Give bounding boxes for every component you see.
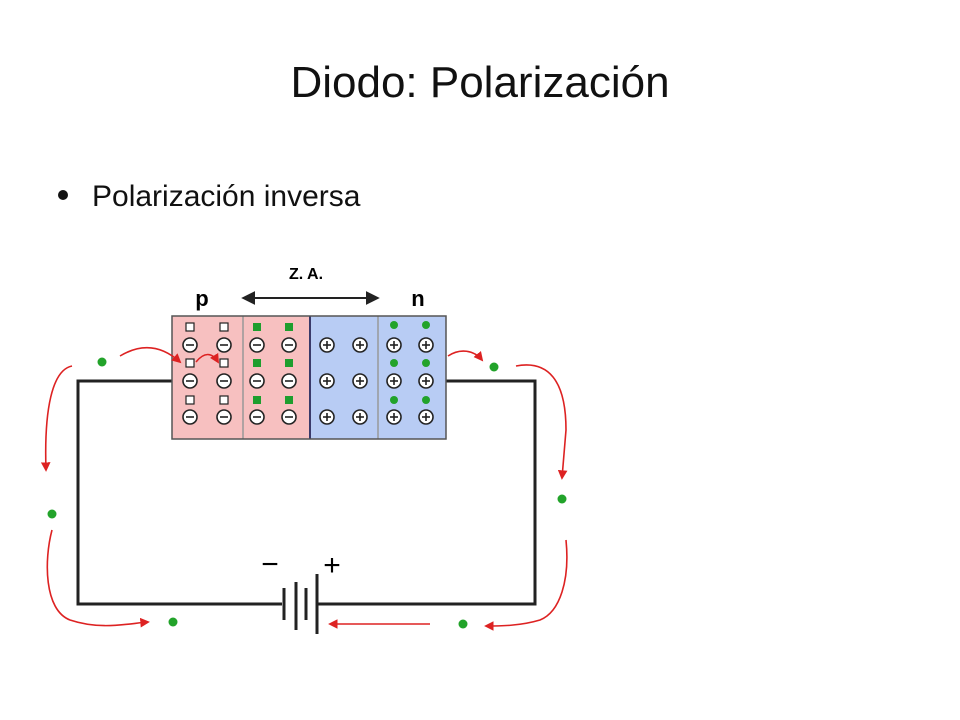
donor-ion [386,409,402,425]
circuit-wire [76,379,537,606]
battery-negative-label: − [261,548,279,581]
donor-ion [418,373,434,389]
donor-ion [319,337,335,353]
bullet-text: Polarización inversa [92,180,361,213]
acceptor-ion [216,373,232,389]
acceptor-ion [281,373,297,389]
donor-ion [386,337,402,353]
holes [185,322,293,405]
donor-ion [319,373,335,389]
depletion-zone-label: Z. A. [289,266,323,283]
acceptor-ion [249,409,265,425]
circuit-electrons [47,357,567,629]
electron [422,396,430,404]
flow-arrow [484,539,568,631]
hole [219,358,229,368]
donor-ion [386,373,402,389]
donor-ion [352,337,368,353]
n-ions [319,337,434,425]
donor-ion [352,373,368,389]
acceptor-ion [216,337,232,353]
hole [185,395,195,405]
electron [422,359,430,367]
electron-flow-arrows [40,346,568,631]
donor-ion [418,337,434,353]
hole [185,358,195,368]
electron [458,619,468,629]
flow-arrow [119,346,182,364]
hole [185,322,195,332]
flow-arrow [515,364,568,480]
electron [97,357,107,367]
acceptor-ion [281,409,297,425]
electron [47,509,57,519]
donor-ion [352,409,368,425]
acceptor-ion [182,373,198,389]
acceptor-ion [249,373,265,389]
filled-hole [253,396,261,404]
bullet-icon [58,190,68,201]
hole [219,395,229,405]
filled-hole [285,396,293,404]
filled-hole [285,359,293,367]
electron [390,396,398,404]
electron [390,359,398,367]
free-electrons-n [390,321,430,404]
filled-hole [285,323,293,331]
acceptor-ion [281,337,297,353]
acceptor-ion [182,337,198,353]
electron [489,362,499,372]
hole [219,322,229,332]
flow-arrow [46,529,150,628]
flow-arrow [195,352,219,364]
electron [168,617,178,627]
electron [557,494,567,504]
battery-icon [282,574,319,634]
acceptor-ion [182,409,198,425]
donor-ion [418,409,434,425]
flow-arrow [40,365,73,472]
flow-arrow [447,350,484,362]
acceptor-ion [216,409,232,425]
n-region-label: n [411,286,424,311]
electron [390,321,398,329]
battery-positive-label: + [323,549,341,582]
p-region-label: p [195,286,208,311]
diode-outline [171,315,447,440]
donor-ion [319,409,335,425]
p-ions [182,337,297,425]
filled-hole [253,359,261,367]
slide-title: Diodo: Polarización [290,58,670,107]
electron [422,321,430,329]
acceptor-ion [249,337,265,353]
filled-hole [253,323,261,331]
bullet-item: Polarización inversa [58,180,360,214]
